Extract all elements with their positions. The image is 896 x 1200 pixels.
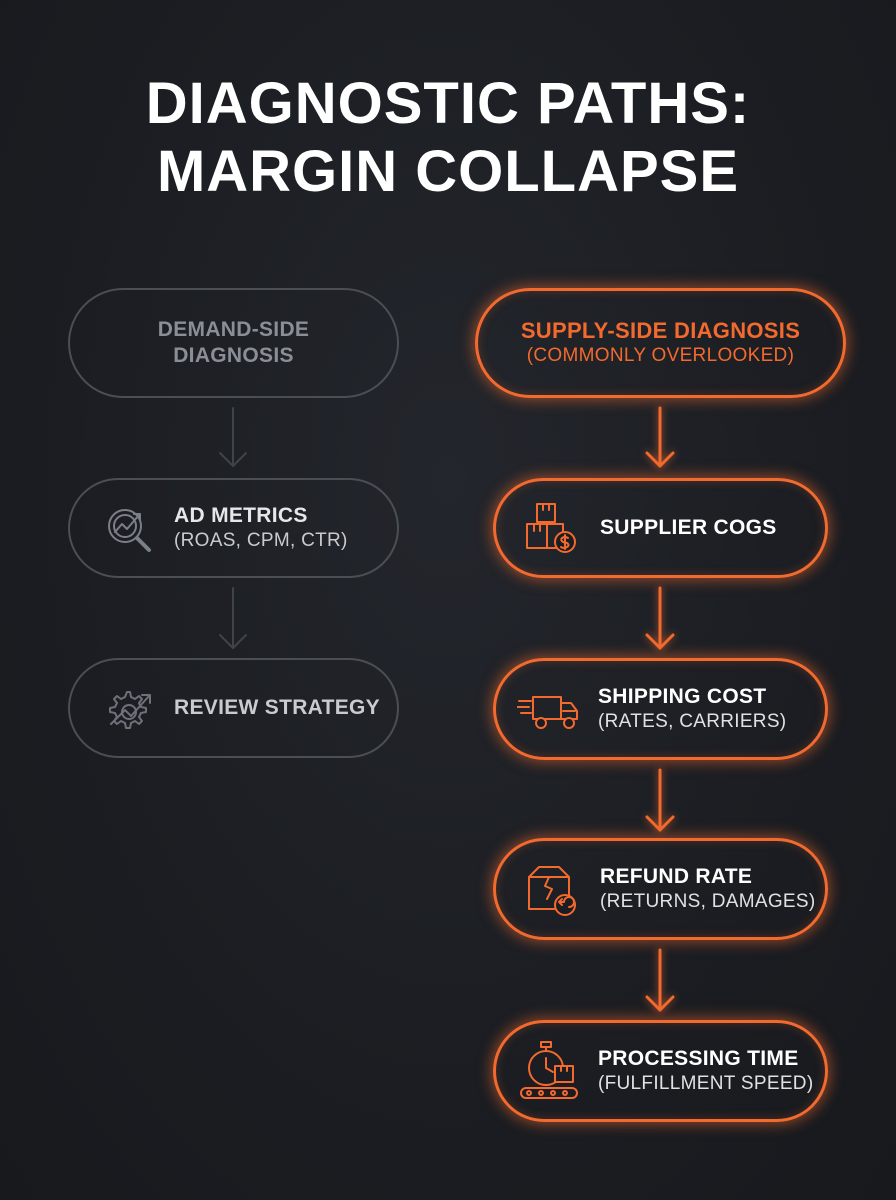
stopwatch-conveyor-icon <box>516 1038 582 1104</box>
review-strategy-title: REVIEW STRATEGY <box>174 696 380 719</box>
title-line-2: MARGIN COLLAPSE <box>156 139 740 204</box>
demand-arrow-2 <box>219 587 247 649</box>
supply-arrow-2 <box>645 586 675 650</box>
refund-rate-title: REFUND RATE <box>600 865 753 888</box>
supply-arrow-3 <box>645 768 675 832</box>
demand-arrow-1 <box>219 407 247 467</box>
demand-side-header: DEMAND-SIDE DIAGNOSIS <box>68 288 399 398</box>
demand-header-line-2: DIAGNOSIS <box>173 344 294 367</box>
refund-rate-subtitle: (RETURNS, DAMAGES) <box>600 891 816 912</box>
boxes-dollar-icon <box>518 495 584 561</box>
supply-header-title: SUPPLY-SIDE DIAGNOSIS <box>520 318 801 343</box>
supply-step-processing-time: PROCESSING TIME (FULFILLMENT SPEED) <box>493 1020 828 1122</box>
gear-trend-icon <box>98 675 164 741</box>
supply-header-subtitle: (COMMONLY OVERLOOKED) <box>526 345 795 366</box>
title-line-1: DIAGNOSTIC PATHS: <box>145 71 751 136</box>
supply-step-shipping-cost: SHIPPING COST (RATES, CARRIERS) <box>493 658 828 760</box>
demand-step-review-strategy: REVIEW STRATEGY <box>68 658 399 758</box>
supply-step-refund-rate: REFUND RATE (RETURNS, DAMAGES) <box>493 838 828 940</box>
processing-time-title: PROCESSING TIME <box>598 1047 799 1070</box>
supplier-cogs-title: SUPPLIER COGS <box>600 516 777 539</box>
delivery-truck-icon <box>516 676 582 742</box>
demand-step-ad-metrics: AD METRICS (ROAS, CPM, CTR) <box>68 478 399 578</box>
damaged-box-return-icon <box>518 856 584 922</box>
supply-side-header: SUPPLY-SIDE DIAGNOSIS (COMMONLY OVERLOOK… <box>475 288 846 398</box>
supply-arrow-4 <box>645 948 675 1012</box>
shipping-cost-subtitle: (RATES, CARRIERS) <box>598 711 787 732</box>
demand-header-line-1: DEMAND-SIDE <box>157 318 310 341</box>
supply-step-supplier-cogs: SUPPLIER COGS <box>493 478 828 578</box>
supply-arrow-1 <box>645 406 675 468</box>
page-title: DIAGNOSTIC PATHS: MARGIN COLLAPSE <box>0 70 896 206</box>
ad-metrics-title: AD METRICS <box>174 504 308 527</box>
processing-time-subtitle: (FULFILLMENT SPEED) <box>598 1073 814 1094</box>
shipping-cost-title: SHIPPING COST <box>598 685 767 708</box>
ad-metrics-subtitle: (ROAS, CPM, CTR) <box>174 530 348 551</box>
magnifier-trend-icon <box>98 495 164 561</box>
